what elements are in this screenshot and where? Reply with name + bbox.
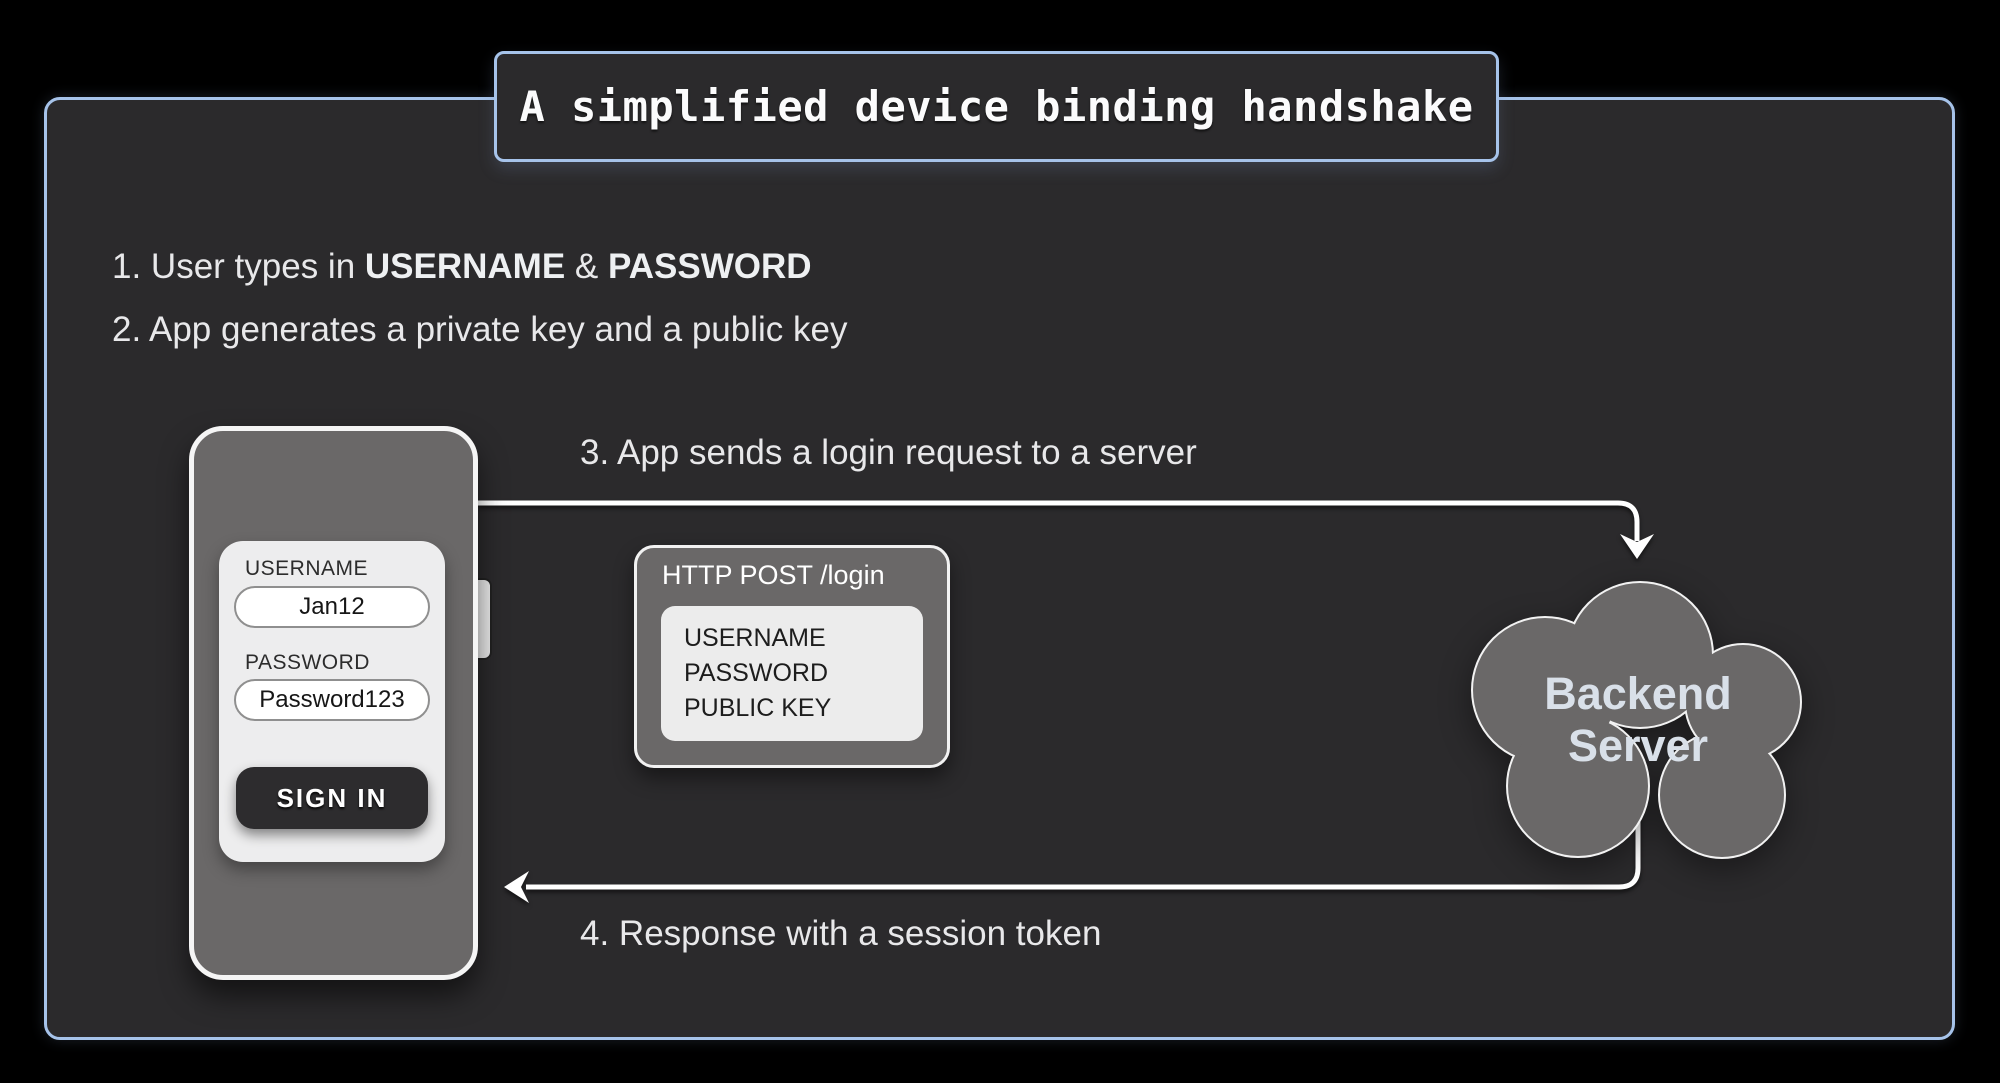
login-card: USERNAME Jan12 PASSWORD Password123 SIGN… — [219, 541, 445, 862]
step-2-text: 2. App generates a private key and a pub… — [112, 310, 848, 349]
username-label: USERNAME — [245, 557, 369, 580]
step-1-ampersand: & — [565, 247, 608, 286]
request-title: HTTP POST /login — [662, 560, 885, 590]
backend-server-line2: Server — [1567, 720, 1709, 771]
payload-field-public-key: PUBLIC KEY — [684, 694, 832, 722]
payload-field-username: USERNAME — [684, 624, 826, 652]
step-3-label: 3. App sends a login request to a server — [580, 433, 1197, 472]
username-value: Jan12 — [299, 593, 365, 620]
username-input[interactable]: Jan12 — [234, 586, 430, 628]
backend-server-label: Backend Server — [1488, 668, 1788, 772]
step-1-password-word: PASSWORD — [607, 247, 812, 286]
title-box: A simplified device binding handshake — [494, 51, 1499, 162]
backend-cloud-icon — [1471, 581, 1802, 859]
backend-server-line1: Backend — [1544, 668, 1732, 719]
password-value: Password123 — [259, 686, 405, 713]
request-payload: USERNAME PASSWORD PUBLIC KEY — [661, 606, 923, 741]
step-1-prefix: 1. User types in — [112, 247, 365, 286]
payload-field-password: PASSWORD — [684, 659, 828, 687]
step-1-text: 1. User types in USERNAME & PASSWORD — [112, 246, 812, 288]
step-1-username-word: USERNAME — [364, 247, 566, 286]
sign-in-button[interactable]: SIGN IN — [236, 767, 428, 829]
password-input[interactable]: Password123 — [234, 679, 430, 721]
page-title: A simplified device binding handshake — [519, 82, 1474, 131]
request-box: HTTP POST /login USERNAME PASSWORD PUBLI… — [634, 545, 950, 768]
step-4-label: 4. Response with a session token — [580, 914, 1102, 953]
password-label: PASSWORD — [245, 651, 370, 674]
